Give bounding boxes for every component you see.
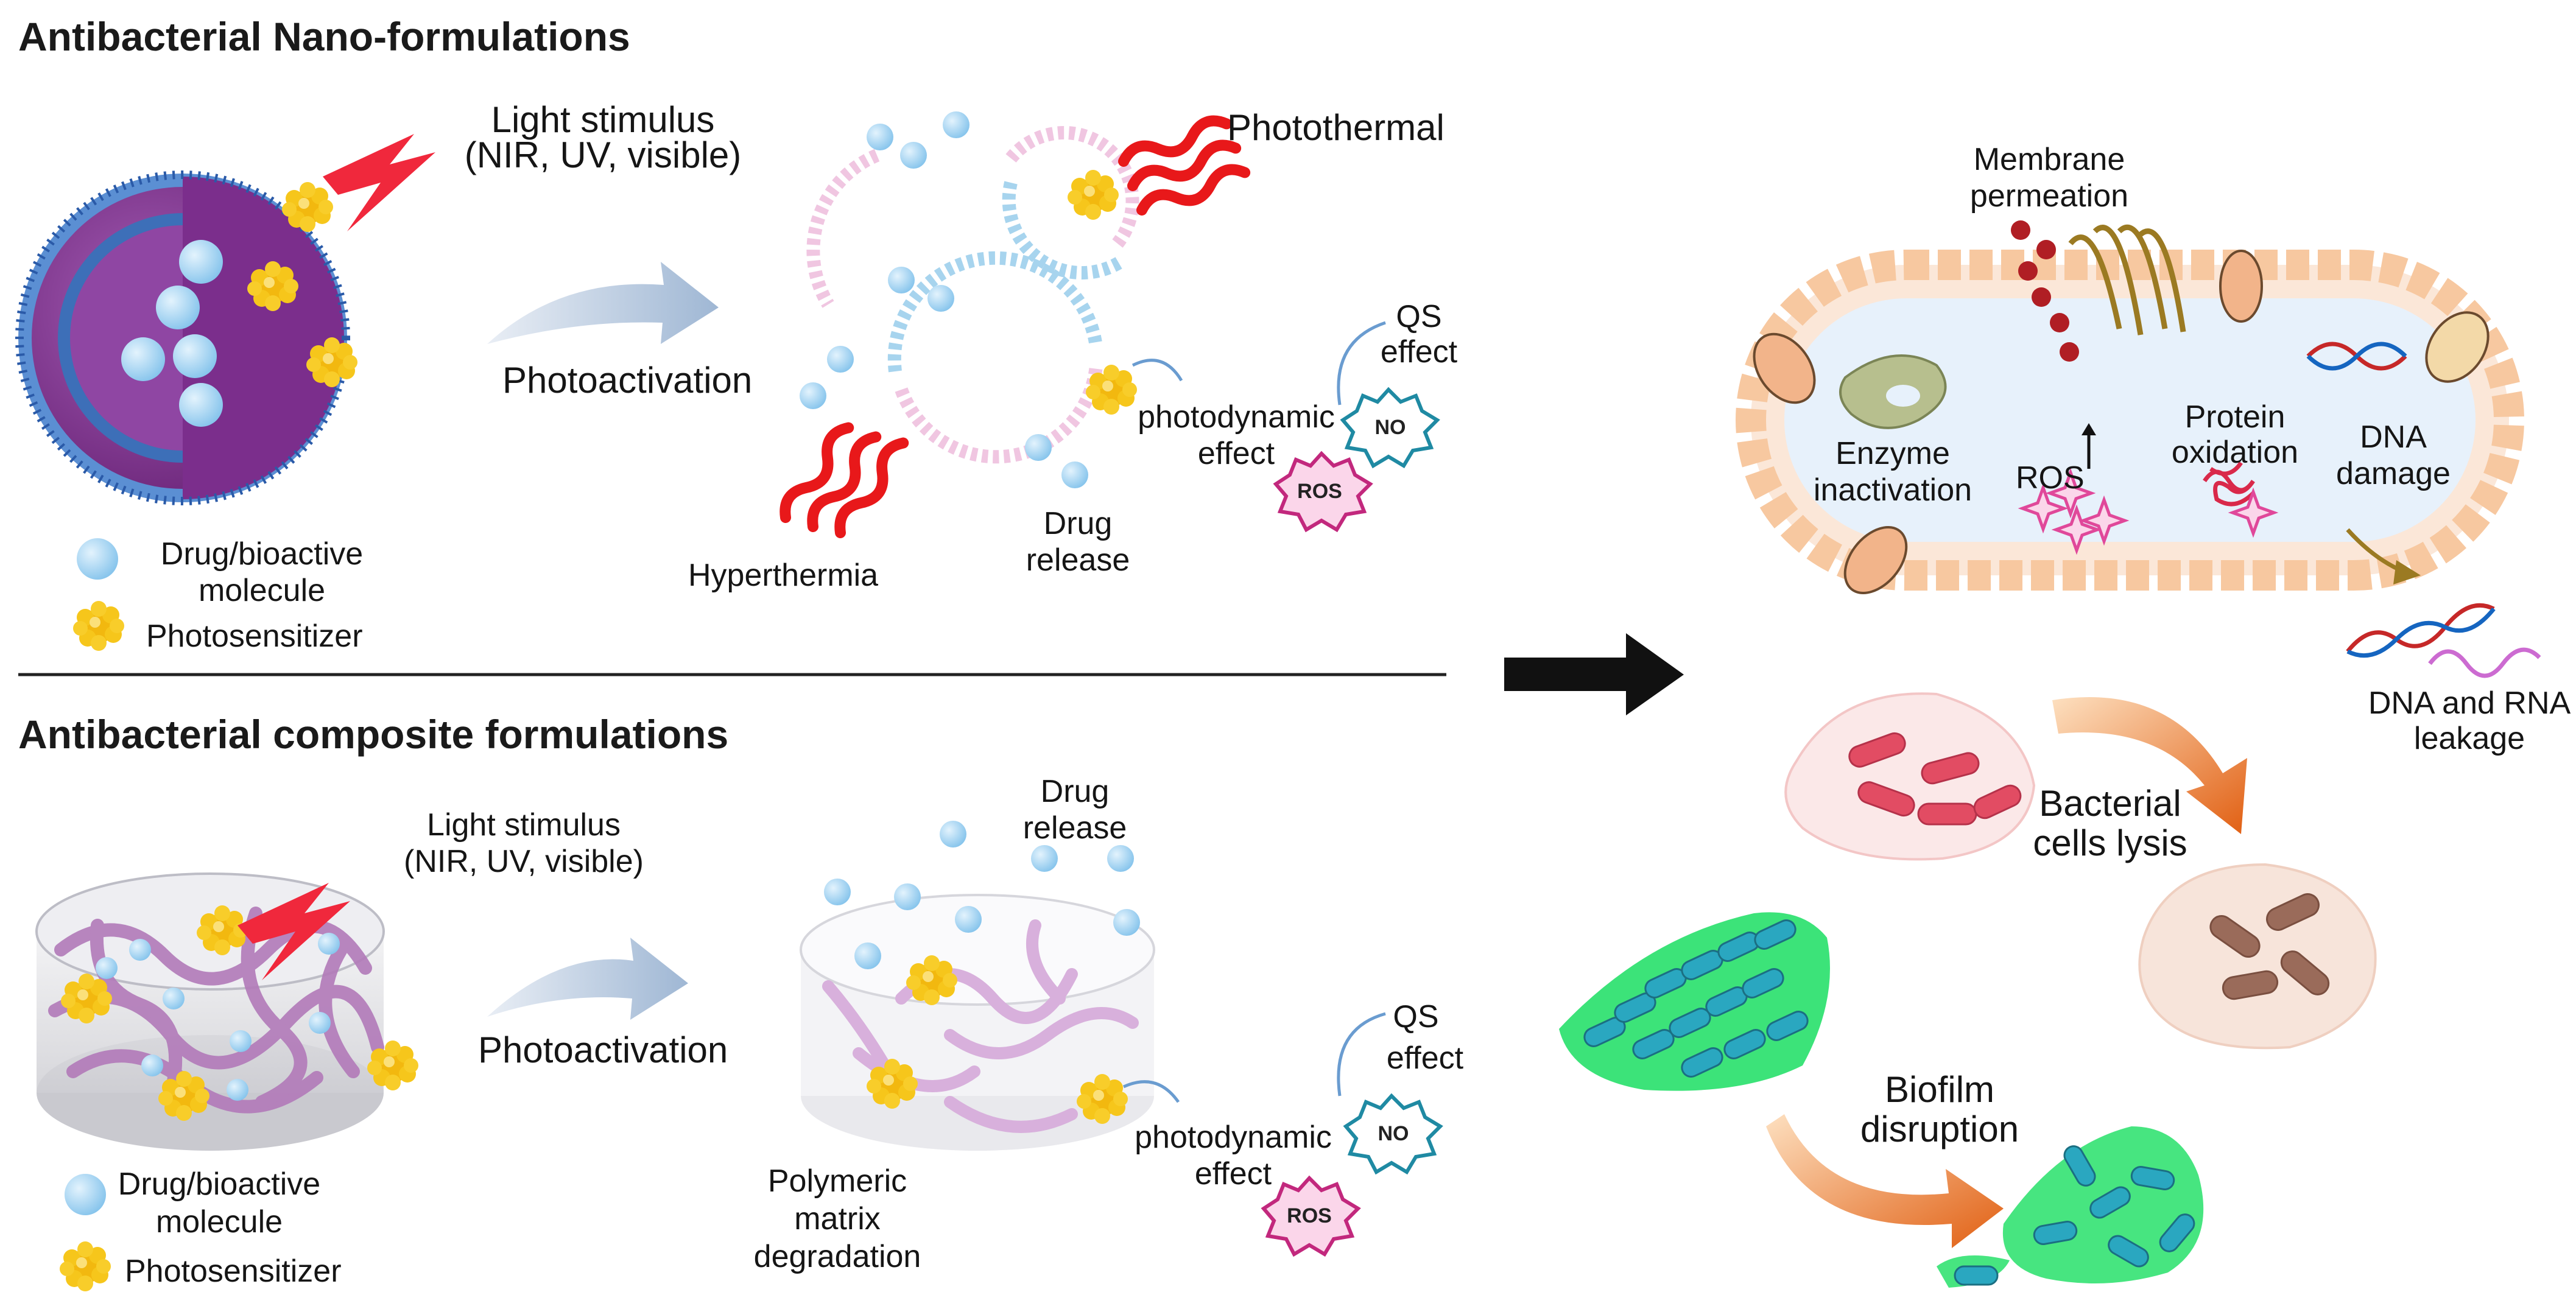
composite-photodynamic-label-2: effect [1194,1156,1272,1191]
qs-arrow-bottom [1337,1012,1386,1097]
protein-label-1: Protein [2184,399,2286,435]
nano-photoactivation-label: Photoactivation [502,360,753,401]
composite-legend-drug-label-2: molecule [155,1204,283,1240]
red-molecules [2011,220,2079,362]
photosensitizer-top-1 [1068,170,1119,220]
nanoparticle [15,170,357,505]
composite-qs-label-2: effect [1386,1041,1464,1076]
nano-light-label-2: (NIR, UV, visible) [464,135,742,175]
photoactivation-arrow-bottom [487,938,688,1020]
nano-legend-ps-label: Photosensitizer [146,619,363,654]
nano-photodynamic-label-2: effect [1197,436,1275,471]
composite-no-badge-label: NO [1378,1122,1409,1145]
protein-label-2: oxidation [2171,435,2299,470]
permeation-arrows [2068,224,2186,335]
ros-badge-top [1273,451,1373,533]
intact-bacteria [1784,692,2036,861]
photoactivation-arrow-top [487,262,719,344]
nano-legend-drug-label-1: Drug/bioactive [160,536,364,572]
polymeric-label-1: Polymeric [767,1163,907,1199]
lysis-arrow [2052,697,2247,834]
dna-icon [2306,342,2407,371]
dna-damage-label-1: DNA [2360,419,2427,455]
leakage-label-1: DNA and RNA [2368,686,2571,721]
composite-ros-badge-label: ROS [1287,1204,1332,1227]
composite-legend-ps-label: Photosensitizer [125,1254,342,1289]
composite-light-label-2: (NIR, UV, visible) [404,844,644,879]
composite-photoactivation-label: Photoactivation [478,1030,728,1070]
main-arrow [1504,633,1684,715]
no-badge-bottom [1343,1093,1443,1175]
biofilm-arrow [1766,1114,2004,1248]
biofilm-intact [1559,912,1830,1091]
enzyme-label-1: Enzyme [1835,436,1950,471]
nano-section-title: Antibacterial Nano-formulations [18,14,630,59]
enzyme-icon [1839,354,1947,429]
lysed-bacteria [2138,863,2377,1050]
ros-badge-bottom [1261,1175,1361,1257]
nano-light-label-1: Light stimulus [491,99,715,140]
composite-photodynamic-label-1: photodynamic [1135,1120,1332,1155]
leakage-label-2: leakage [2413,721,2525,756]
protein-icon [2203,461,2255,507]
heat-waves-bottom [779,423,910,538]
membrane-label-2: permeation [1969,178,2129,214]
lysis-label-1: Bacterial [2039,783,2181,824]
biofilm-label-2: disruption [1860,1109,2019,1149]
hydrogel-disk [35,872,418,1151]
composite-legend-drug-label-1: Drug/bioactive [118,1167,321,1202]
composite-section-title: Antibacterial composite formulations [18,712,729,757]
nano-drug-release-label-1: Drug [1043,506,1113,541]
drug-molecules-bottom [824,821,1140,969]
lysis-label-2: cells lysis [2033,823,2187,863]
enzyme-label-2: inactivation [1813,472,1972,508]
leaked-dna [2346,603,2541,678]
nano-photodynamic-label-1: photodynamic [1138,399,1335,435]
composite-light-label-1: Light stimulus [427,807,621,843]
nano-qs-label-1: QS [1396,299,1442,334]
membrane-label-1: Membrane [1973,142,2125,177]
lightning-bolt-icon [323,134,435,231]
composite-qs-label-1: QS [1393,999,1439,1034]
nano-drug-release-label-2: release [1026,542,1130,578]
drug-molecules-top [800,111,1088,488]
legend-bottom [60,1174,111,1291]
polymeric-label-2: matrix [794,1201,881,1237]
ros-up-arrowhead [2082,423,2096,435]
photodynamic-arrow-bottom [1122,1080,1180,1103]
nano-ros-badge-label: ROS [1297,480,1342,503]
polymeric-label-3: degradation [753,1239,921,1274]
leakage-arrowhead [2393,560,2421,584]
legend-top [73,538,124,651]
photodynamic-arrow-top [1131,359,1183,382]
composite-drug-release-label-2: release [1022,810,1127,846]
qs-arrow-top [1337,321,1386,405]
nano-qs-label-2: effect [1380,334,1458,370]
ros-label: ROS [2016,460,2085,496]
composite-drug-release-label-1: Drug [1040,774,1110,809]
photothermal-label: Photothermal [1227,107,1445,148]
no-badge-top [1340,387,1440,469]
nano-legend-drug-label-2: molecule [198,573,326,608]
bacterium-cell [1736,250,2524,595]
burst-liposome [806,126,1139,464]
biofilm-disrupted [1937,1126,2204,1288]
dna-damage-label-2: damage [2336,456,2451,491]
hyperthermia-label: Hyperthermia [688,558,879,593]
nano-no-badge-label: NO [1374,416,1406,439]
biofilm-label-1: Biofilm [1884,1069,1995,1110]
